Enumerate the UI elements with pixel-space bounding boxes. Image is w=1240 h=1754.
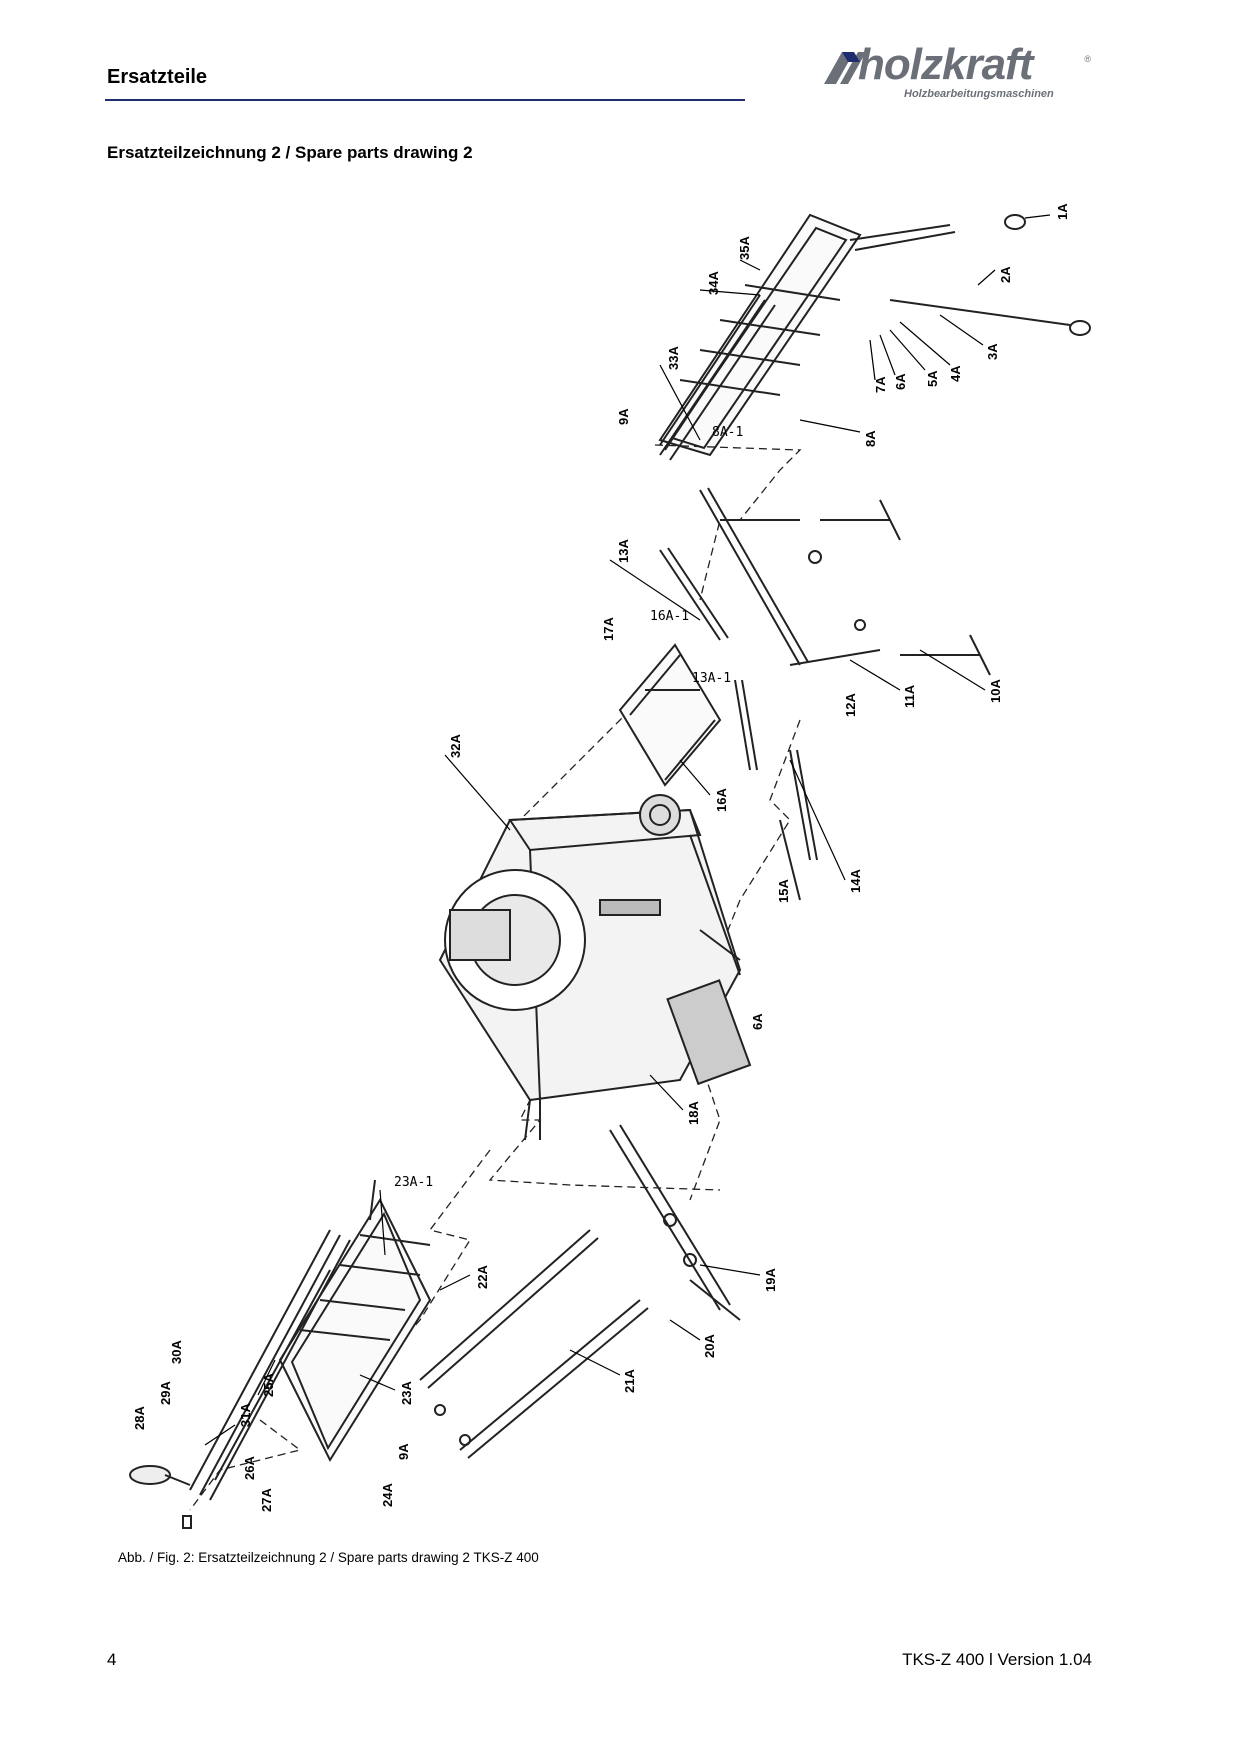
- part-label-22A: 22A: [475, 1265, 490, 1289]
- part-label-33A: 33A: [666, 346, 681, 370]
- part-label-25A: 25A: [261, 1373, 276, 1397]
- part-label-8A-1: 8A-1: [712, 425, 743, 440]
- part-label-23A-1: 23A-1: [394, 1175, 433, 1190]
- page-number: 4: [107, 1650, 117, 1669]
- fence-25A: [189, 1229, 351, 1501]
- part-label-13A-1: 13A-1: [692, 671, 731, 686]
- part-label-16A-1: 16A-1: [650, 609, 689, 624]
- logo-tagline: Holzbearbeitungsmaschinen: [904, 88, 1054, 100]
- part-label-8A: 8A: [863, 430, 878, 447]
- header-title: Ersatzteile: [107, 66, 208, 88]
- saw-main-body-32A: [438, 794, 752, 1141]
- header-divider: [105, 99, 745, 101]
- part-label-24A: 24A: [380, 1483, 395, 1507]
- part-label-9A: 9A: [616, 408, 631, 425]
- part-label-31A: 31A: [238, 1403, 253, 1427]
- part-label-18A: 18A: [686, 1101, 701, 1125]
- part-label-15A: 15A: [776, 879, 791, 903]
- frame-16A: [618, 643, 722, 787]
- logo-registered-mark: ®: [1084, 54, 1091, 64]
- part-label-28A: 28A: [132, 1406, 147, 1430]
- part-label-11A: 11A: [902, 684, 917, 708]
- logo-mark-icon: [824, 52, 866, 84]
- leader-lines: [204, 214, 1051, 1446]
- part-label-14A: 14A: [848, 869, 863, 893]
- part-label-34A: 34A: [706, 271, 721, 295]
- part-label-9A-second: 9A: [396, 1443, 411, 1460]
- document-version: TKS-Z 400 l Version 1.04: [902, 1650, 1092, 1669]
- part-label-20A: 20A: [702, 1334, 717, 1358]
- part-label-group: 1A 2A 3A 4A 5A 6A 7A 8A 8A-1 9A 33A 34A …: [132, 203, 1070, 1512]
- part-label-35A: 35A: [737, 236, 752, 260]
- logo-wordmark: holzkraft: [858, 40, 1033, 89]
- part-label-21A: 21A: [622, 1369, 637, 1393]
- part-label-30A: 30A: [169, 1340, 184, 1364]
- part-label-23A: 23A: [399, 1381, 414, 1405]
- figure-caption: Abb. / Fig. 2: Ersatzteilzeichnung 2 / S…: [118, 1550, 539, 1565]
- top-frame-assembly: [658, 213, 1091, 457]
- part-label-2A: 2A: [998, 266, 1013, 283]
- part-label-12A: 12A: [843, 693, 858, 717]
- part-label-4A: 4A: [948, 365, 963, 382]
- part-label-1A: 1A: [1055, 203, 1070, 220]
- part-label-29A: 29A: [158, 1381, 173, 1405]
- part-label-32A: 32A: [448, 734, 463, 758]
- part-label-13A: 13A: [616, 539, 631, 563]
- part-label-17A: 17A: [601, 617, 616, 641]
- part-label-3A: 3A: [985, 343, 1000, 360]
- part-label-5A: 5A: [925, 370, 940, 387]
- rails-20A-21A: [419, 1229, 649, 1459]
- part-label-10A: 10A: [988, 679, 1003, 703]
- part-label-27A: 27A: [259, 1488, 274, 1512]
- part-label-6A: 6A: [893, 373, 908, 390]
- part-label-7A: 7A: [873, 376, 888, 393]
- part-label-19A: 19A: [763, 1268, 778, 1292]
- part-label-16A: 16A: [714, 788, 729, 812]
- exploded-parts-drawing: 1A 2A 3A 4A 5A 6A 7A 8A 8A-1 9A 33A 34A …: [129, 203, 1091, 1529]
- knob-28A: [129, 1465, 192, 1529]
- rail-33A: [659, 299, 776, 461]
- rail-18A-19A: [609, 1124, 741, 1321]
- bottom-frame-23A: [278, 1179, 432, 1463]
- leg-set-middle: [659, 487, 991, 901]
- part-label-6A-second: 6A: [750, 1013, 765, 1030]
- part-label-26A: 26A: [242, 1456, 257, 1480]
- section-title: Ersatzteilzeichnung 2 / Spare parts draw…: [107, 143, 473, 162]
- brand-logo: holzkraft ® Holzbearbeitungsmaschinen: [820, 40, 1095, 102]
